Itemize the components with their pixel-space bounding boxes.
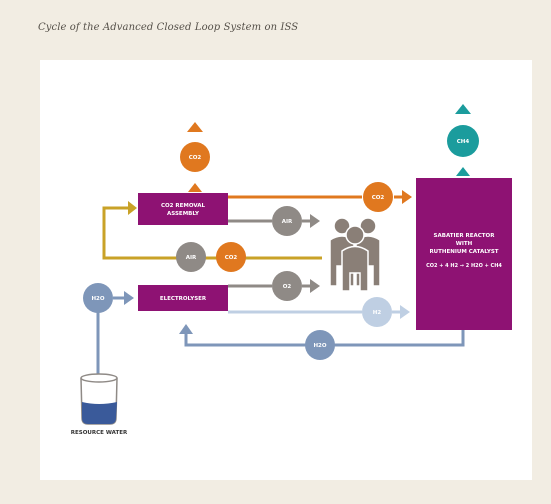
h2-arrowhead: [400, 305, 410, 319]
co2-return-node: [216, 242, 246, 272]
h2o-in-arrowhead: [124, 291, 134, 305]
co2-output-label: CO2: [189, 155, 202, 161]
co2-to-reactor-label: CO2: [372, 195, 385, 201]
ch4-node: [447, 125, 479, 157]
air-return-node: [176, 242, 206, 272]
resource-water-beaker-icon: [80, 373, 118, 425]
co2-output-node: [180, 142, 210, 172]
air-return-label: AIR: [186, 255, 197, 261]
h2o-return-arrowhead: [179, 324, 193, 334]
h2o-return-line: [334, 326, 465, 347]
air-return-line: [102, 206, 322, 260]
co2-to-reactor-arrowhead: [402, 190, 412, 204]
co2-removal-box: [138, 193, 228, 225]
figure-caption: Cycle of the Advanced Closed Loop System…: [38, 22, 299, 33]
sabatier-label-3: RUTHENIUM CATALYST: [429, 249, 498, 255]
co2-up-arrow-upper: [187, 122, 203, 132]
ch4-up-arrow-lower: [456, 167, 470, 176]
sabatier-equation: CO2 + 4 H2 → 2 H2O + CH4: [426, 263, 502, 269]
h2-label: H2: [373, 310, 382, 316]
sabatier-label-2: WITH: [456, 241, 473, 247]
h2o-input-node: [83, 283, 113, 313]
air-from-co2-label: AIR: [282, 219, 293, 225]
h2-node: [362, 297, 392, 327]
o2-arrowhead: [310, 279, 320, 293]
co2-to-reactor-node: [363, 182, 393, 212]
ch4-label: CH4: [457, 139, 470, 145]
air-out-arrowhead: [310, 214, 320, 228]
resource-water-label: RESOURCE WATER: [71, 430, 128, 436]
electrolyser-box: [138, 285, 228, 311]
sabatier-reactor-box: [416, 178, 512, 330]
sabatier-label-1: SABATIER REACTOR: [434, 233, 496, 239]
h2o-return-line-2: [184, 334, 306, 347]
co2-removal-label-1: CO2 REMOVAL: [161, 203, 206, 209]
h2o-return-node: [305, 330, 335, 360]
crew-people-icon: [329, 217, 381, 292]
h2o-input-label: H2O: [91, 296, 104, 302]
air-return-arrowhead: [128, 201, 137, 215]
electrolyser-label: ELECTROLYSER: [160, 296, 207, 302]
co2-return-label: CO2: [225, 255, 238, 261]
air-from-co2-node: [272, 206, 302, 236]
co2-removal-label-2: ASSEMBLY: [167, 211, 200, 217]
ch4-up-arrow-upper: [455, 104, 471, 114]
o2-label: O2: [283, 284, 292, 290]
co2-up-arrow-lower: [188, 183, 202, 192]
h2o-return-label: H2O: [313, 343, 326, 349]
o2-node: [272, 271, 302, 301]
